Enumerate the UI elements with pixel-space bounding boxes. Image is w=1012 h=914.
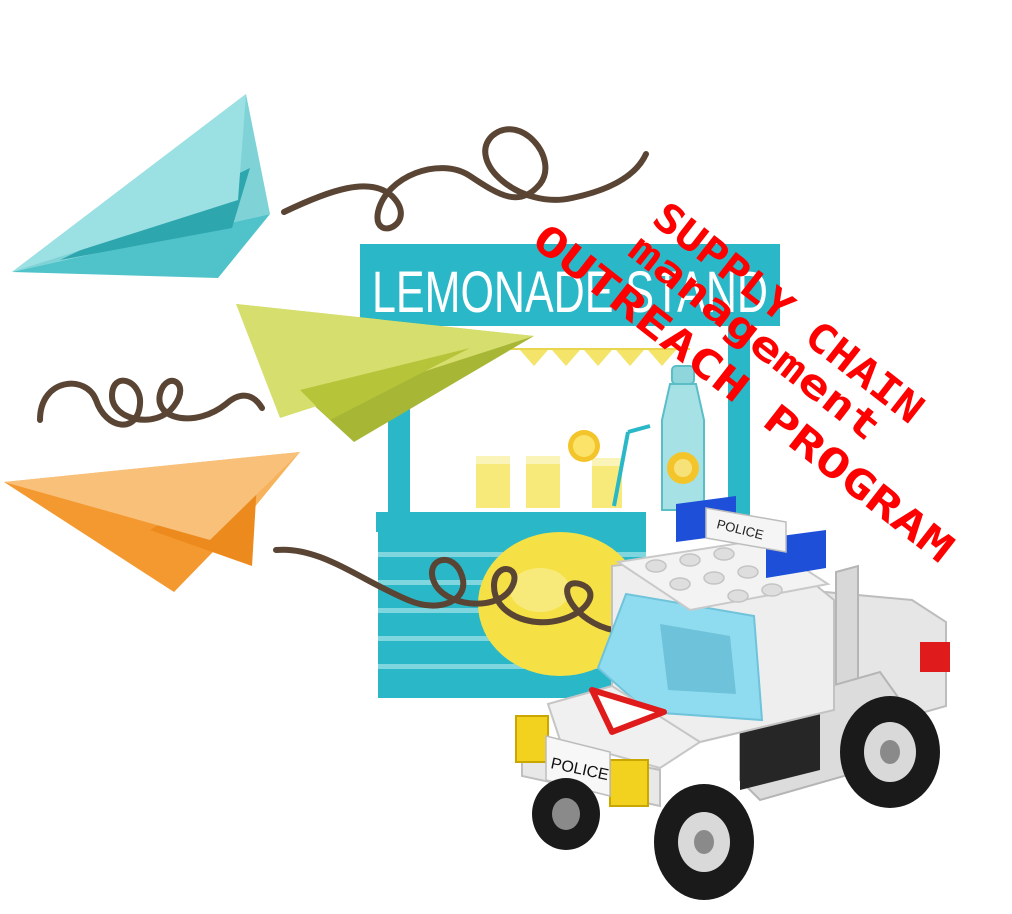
rear-wheel (840, 696, 940, 808)
police-truck: POLICE POLICE (515, 496, 950, 900)
light-bar (676, 496, 826, 578)
bunting (520, 350, 676, 366)
lemonade-bottle (661, 365, 705, 511)
paper-plane-teal (12, 94, 270, 278)
paper-plane-green (236, 304, 534, 442)
stand-counter-top (376, 512, 646, 532)
yield-sign (589, 687, 667, 735)
stand-post-right (728, 326, 750, 516)
stand-sign-board (360, 244, 780, 326)
headlight-right (609, 759, 649, 807)
stand-sign-text: LEMONADE STAND (372, 260, 768, 325)
paper-plane-orange (4, 452, 300, 592)
front-wheel-right (654, 784, 754, 900)
front-wheel-left (532, 778, 600, 850)
headlight-left (515, 715, 549, 763)
plane-strings (37, 126, 667, 635)
lemonade-glasses (476, 424, 651, 508)
